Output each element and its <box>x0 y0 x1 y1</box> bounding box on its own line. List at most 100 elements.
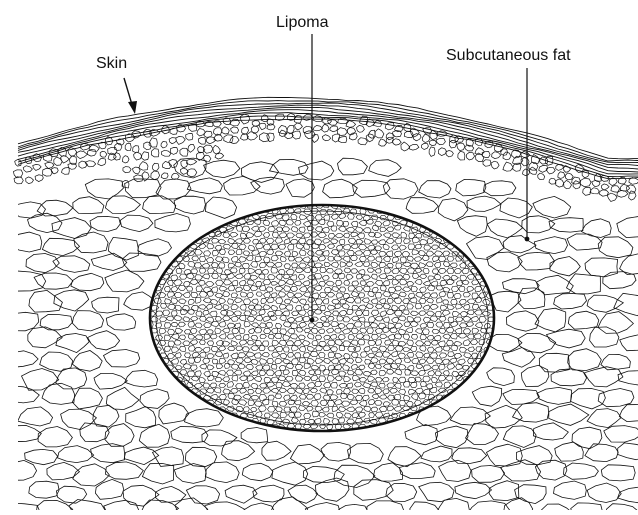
dermis-nodule <box>259 123 266 130</box>
dermis-nodule <box>322 135 330 141</box>
fat-cell <box>202 430 237 446</box>
fat-cell <box>348 443 384 463</box>
dermis-nodule <box>449 141 456 149</box>
fat-cell <box>126 407 156 428</box>
fat-cell <box>124 447 159 465</box>
fat-cell <box>104 350 140 368</box>
fat-cell <box>502 348 535 368</box>
dermis-nodule <box>45 162 54 168</box>
fat-cell <box>572 427 602 449</box>
fat-cell <box>467 236 504 259</box>
fat-cell <box>487 252 522 272</box>
fat-cell <box>369 160 402 177</box>
fat-cell <box>568 311 599 329</box>
dermis-nodule <box>114 143 122 150</box>
fat-cell <box>38 427 72 447</box>
fat-cell <box>501 460 541 481</box>
fat-cell <box>539 504 574 510</box>
dermis-nodule <box>33 164 41 170</box>
dermis-nodule <box>231 127 239 133</box>
dermis-nodule <box>26 177 34 184</box>
dermis-nodule <box>186 134 193 141</box>
fat-cell <box>619 405 638 422</box>
fat-cell <box>585 258 618 277</box>
fat-cell <box>555 442 584 461</box>
fat-cell <box>222 441 255 461</box>
dermis-nodule <box>590 188 599 194</box>
dermis-nodule <box>197 152 205 160</box>
dermis-nodule <box>188 145 195 153</box>
fat-cell <box>435 426 468 448</box>
fat-cell <box>241 428 268 443</box>
fat-cell <box>585 444 618 462</box>
fat-cell <box>518 333 556 352</box>
dermis-nodule <box>581 178 592 187</box>
fat-cell <box>91 253 127 270</box>
fat-cell <box>618 443 638 460</box>
fat-cell <box>410 502 441 510</box>
fat-cell <box>73 197 104 214</box>
skin-layer-line <box>18 119 638 179</box>
dermis-nodule <box>446 151 454 157</box>
dermis-nodule <box>169 160 178 168</box>
dermis-nodule <box>35 175 43 182</box>
dermis-nodule <box>312 135 319 143</box>
fat-cell <box>106 314 135 330</box>
fat-cell <box>71 273 104 290</box>
fat-cell <box>571 389 606 409</box>
dermis-nodule <box>467 152 475 160</box>
fat-cell <box>598 237 633 258</box>
dermis-nodule <box>23 166 32 172</box>
dermis-nodule <box>482 152 490 158</box>
dermis-nodule <box>89 145 99 151</box>
fat-cell <box>272 462 308 485</box>
dermis-nodule <box>293 131 301 139</box>
dermis-nodule <box>565 173 573 180</box>
fat-cell <box>503 390 540 405</box>
skin-surface <box>18 97 638 159</box>
fat-cell <box>535 308 566 332</box>
fat-cell <box>105 270 144 292</box>
fat-cell <box>204 160 240 177</box>
dermis-nodule <box>224 135 233 143</box>
fat-pointer-dot <box>525 237 530 242</box>
fat-cell <box>533 196 571 218</box>
fat-cell <box>242 463 273 481</box>
dermis-nodule <box>198 137 205 144</box>
dermis-nodule <box>438 148 446 156</box>
fat-cell <box>590 327 619 347</box>
dermis-nodule <box>629 191 636 200</box>
dermis-nodule <box>620 184 630 191</box>
fat-cell <box>439 460 471 481</box>
fat-cell <box>450 407 490 425</box>
fat-cell <box>8 386 39 403</box>
fat-cell <box>52 218 91 239</box>
dermis-nodule <box>252 121 260 127</box>
dermis-nodule <box>529 167 537 174</box>
dermis-nodule <box>161 150 171 156</box>
fat-cell <box>92 297 119 313</box>
fat-cell <box>72 388 102 409</box>
fat-cell <box>69 500 105 511</box>
fat-cell <box>601 354 631 369</box>
fat-cell <box>40 315 72 330</box>
fat-cell <box>10 271 46 291</box>
dermis-nodule <box>503 162 513 171</box>
fat-cell <box>515 485 547 504</box>
dermis-nodule <box>151 171 160 180</box>
fat-cell <box>93 405 119 427</box>
dermis-nodule <box>611 186 620 193</box>
fat-cell <box>457 216 487 237</box>
dermis-nodule <box>295 123 303 130</box>
dermis-nodule <box>100 151 107 157</box>
dermis-nodule <box>142 152 149 160</box>
dermis-nodule <box>592 181 600 187</box>
fat-cell <box>598 312 633 334</box>
dermis-nodule <box>564 180 572 188</box>
fat-cell <box>617 216 638 237</box>
dermis-nodule <box>338 136 347 142</box>
dermis-nodule <box>423 134 431 142</box>
fat-cell <box>521 365 549 386</box>
fat-cell <box>4 460 36 480</box>
fat-cell <box>290 444 324 464</box>
